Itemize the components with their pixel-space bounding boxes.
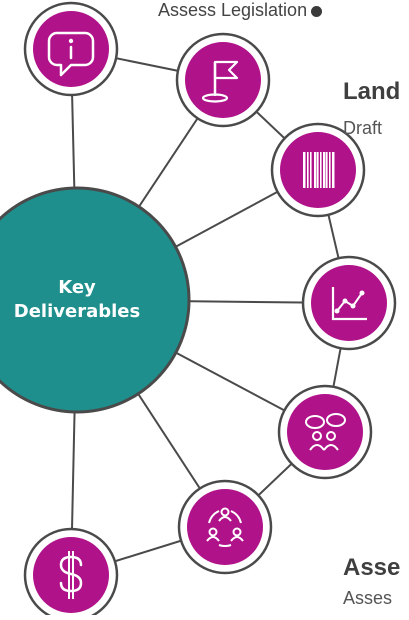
barcode-icon bbox=[303, 152, 335, 188]
node-dollar bbox=[23, 527, 119, 620]
hub-label: Key Deliverables bbox=[0, 276, 154, 324]
node-fill bbox=[187, 489, 263, 565]
people-discussion-icon bbox=[305, 413, 346, 451]
node-fill bbox=[185, 42, 261, 118]
info-speech-bubble-icon bbox=[47, 31, 95, 77]
top-line-label: Assess Legislation bbox=[158, 0, 308, 20]
line-chart-icon bbox=[331, 287, 367, 321]
hub-label-line2: Deliverables bbox=[13, 301, 141, 322]
hub-label-line1: Key bbox=[58, 277, 96, 298]
top-line-text: Assess Legislation bbox=[158, 0, 323, 20]
node-team-cycle bbox=[177, 479, 273, 575]
subtext-1: Draft bbox=[343, 118, 383, 138]
node-line-chart bbox=[301, 255, 397, 351]
flag-icon bbox=[201, 60, 239, 103]
subtext-2: Asses bbox=[343, 588, 393, 608]
nodes bbox=[23, 1, 397, 620]
node-fill bbox=[287, 394, 363, 470]
node-info-speech-bubble bbox=[23, 1, 119, 97]
key-deliverables-hub bbox=[0, 186, 191, 414]
heading-2: Asse bbox=[343, 554, 401, 581]
dollar-icon bbox=[59, 551, 83, 599]
heading-1: Land bbox=[343, 78, 401, 105]
bullet-dot bbox=[311, 5, 323, 17]
team-cycle-icon bbox=[206, 507, 244, 548]
node-people-discussion bbox=[277, 384, 373, 480]
node-flag bbox=[175, 32, 271, 128]
node-barcode bbox=[270, 122, 366, 218]
